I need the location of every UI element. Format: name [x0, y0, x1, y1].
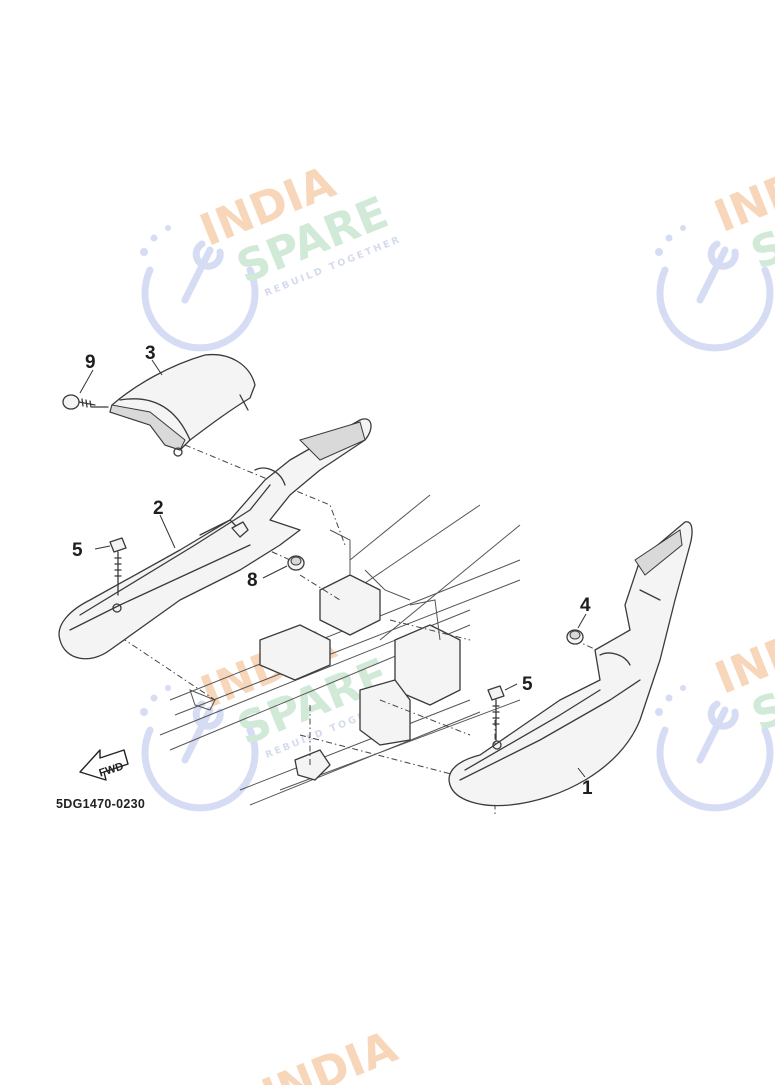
part-9-screw[interactable]: [62, 394, 109, 410]
part-5-bolt-right[interactable]: [487, 685, 505, 741]
callout-3: 3: [145, 343, 156, 364]
part-5-bolt-left[interactable]: [109, 537, 127, 596]
watermark-top-right: INDIA SPARE: [655, 143, 775, 348]
frame-outline: [159, 494, 521, 806]
part-8-grommet[interactable]: [287, 555, 305, 571]
part-2-grommet: [231, 521, 249, 538]
callout-2: 2: [153, 498, 164, 519]
part-1-side-cover[interactable]: [448, 521, 693, 807]
callout-5-right: 5: [522, 674, 533, 695]
callout-8: 8: [247, 570, 258, 591]
callout-9: 9: [85, 352, 96, 373]
part-2-side-cover[interactable]: [58, 418, 372, 660]
part-3-tail-cover[interactable]: [109, 353, 256, 457]
watermark-top-left: INDIA SPARE REBUILD TOGETHER: [140, 157, 403, 348]
watermark-bottom: INDIA: [255, 1021, 404, 1085]
callout-1: 1: [582, 778, 593, 799]
callout-5-left: 5: [72, 540, 83, 561]
callout-4: 4: [580, 595, 591, 616]
part-4-grommet[interactable]: [566, 629, 584, 645]
fwd-arrow-icon: FWD: [79, 749, 129, 781]
drawing-code: 5DG1470-0230: [56, 797, 145, 811]
watermark-mid-right: INDIA SPARE: [655, 605, 775, 808]
leader-lines: [79, 359, 587, 778]
watermark-line1: INDIA: [255, 1021, 404, 1085]
